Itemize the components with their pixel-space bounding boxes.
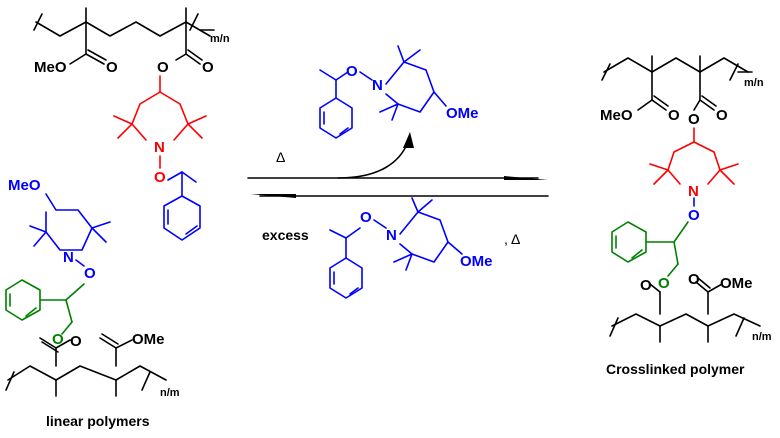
oxygen-label-blue-right: O — [688, 207, 700, 224]
equilibrium-arrows — [247, 132, 549, 198]
nitrogen-label-red-right: N — [688, 183, 699, 200]
methoxy-label-bottom-left: OMe — [132, 331, 165, 348]
repeat-index-bottom-right: n/m — [752, 331, 772, 343]
nitrogen-label-top-center: N — [372, 77, 383, 94]
nitrogen-label-red: N — [154, 139, 165, 156]
methoxy-label-bottom-center: OMe — [460, 253, 493, 270]
oxygen-label-green-right: O — [658, 275, 670, 292]
methoxy-label-top-center: OMe — [446, 105, 479, 122]
repeat-index-top-left: m/n — [210, 33, 230, 45]
oxygen-label-blue-left: O — [84, 265, 96, 282]
crosslinked-polymer-top-chain: m/n MeO O O O — [600, 55, 764, 128]
linear-polymers-caption: linear polymers — [46, 413, 150, 429]
methoxy-label-bottom-right: OMe — [720, 275, 753, 292]
methoxy-label-blue-left: MeO — [8, 177, 41, 194]
methoxy-label-top-left: MeO — [34, 59, 67, 76]
delta-symbol-bottom: , Δ — [504, 231, 520, 247]
methoxy-label-top-right: MeO — [600, 107, 633, 124]
nitrogen-label-blue-left: N — [63, 249, 74, 266]
carbonyl-oxygen-label-br2: O — [688, 271, 700, 288]
delta-symbol-top: Δ — [276, 149, 285, 165]
crosslinked-polymer-caption: Crosslinked polymer — [606, 361, 745, 377]
repeat-index-top-right: m/n — [744, 77, 764, 89]
repeat-index-bottom-left: n/m — [160, 387, 180, 399]
alkoxyamine-piperidine-left: MeO N O — [8, 177, 111, 282]
styryl-group-bottom-left: O — [5, 279, 85, 348]
oxygen-label-red: O — [154, 169, 166, 186]
excess-alkoxyamine-bottom: O N OMe — [329, 197, 493, 299]
carbonyl-oxygen-label-br1: O — [640, 277, 652, 294]
tempo-ring-top-left: N O — [113, 75, 207, 186]
oxygen-label-bottom-center: O — [360, 209, 372, 226]
released-alkoxyamine-top: O N OMe — [319, 45, 479, 139]
carbonyl-oxygen-label: O — [106, 59, 118, 76]
nitrogen-label-bottom-center: N — [386, 227, 397, 244]
linear-polymer-bottom-chain: O OMe n/m — [5, 331, 180, 399]
styryl-group-top-left — [163, 171, 201, 241]
ester-oxygen-label-tr: O — [688, 111, 700, 128]
styryl-group-right: O — [611, 221, 689, 292]
carbonyl-oxygen-label-tr1: O — [668, 107, 680, 124]
excess-label: excess — [262, 227, 309, 243]
oxygen-label-green-left: O — [52, 331, 64, 348]
oxygen-label-top-center: O — [346, 63, 358, 80]
carbonyl-oxygen-label-bl1: O — [70, 333, 82, 350]
linear-polymer-top-chain: m/n MeO O O O — [33, 7, 230, 76]
crosslinked-polymer-bottom-chain: O O OMe n/m — [609, 271, 772, 343]
carbonyl-oxygen-label-2: O — [202, 59, 214, 76]
carbonyl-oxygen-label-tr2: O — [716, 107, 728, 124]
ester-oxygen-label: O — [157, 59, 169, 76]
tempo-ring-right: N O — [649, 127, 739, 224]
